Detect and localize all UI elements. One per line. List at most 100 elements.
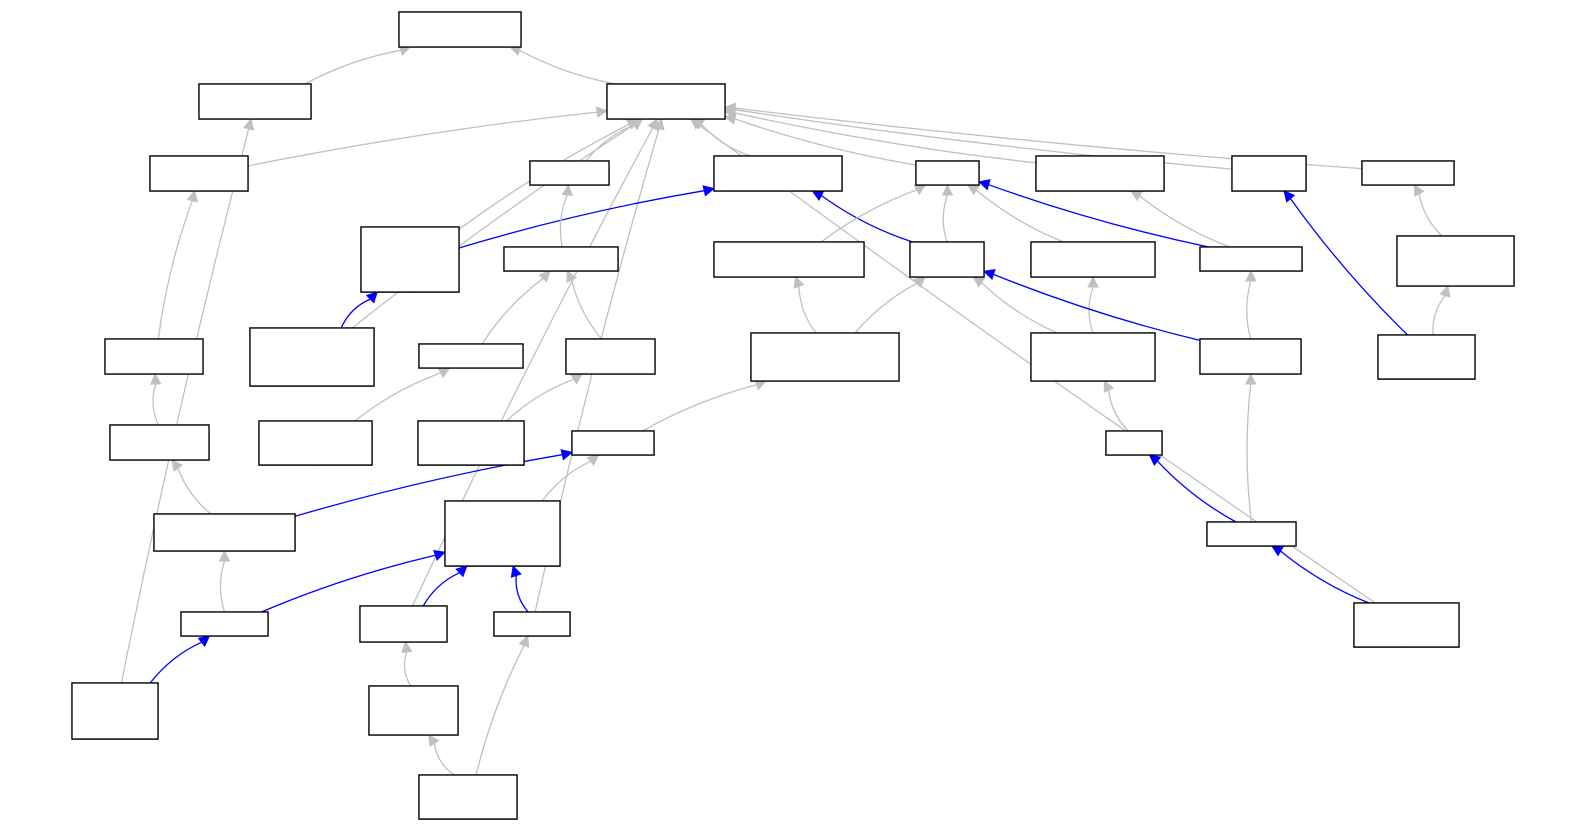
- arrowhead: [1439, 284, 1451, 298]
- node-cle[interactable]: cell leadingedge: [1231, 155, 1307, 192]
- edge-cyto-to-ias: [458, 190, 705, 249]
- node-cp[interactable]: cell projection: [1361, 160, 1455, 186]
- node-inmbo[interactable]: intracellularnon-membrane-boundedorganel…: [750, 332, 900, 382]
- node-border: [359, 605, 448, 643]
- node-adj[interactable]: adherens junctionHumanPDLIM7: [258, 420, 373, 466]
- edge-afb-to-acsk: [422, 572, 460, 607]
- node-border: [713, 241, 865, 278]
- node-smp[interactable]: supramolecularpolymer: [104, 338, 204, 375]
- node-border: [1030, 241, 1156, 278]
- node-ol[interactable]: organelle lumen: [1199, 246, 1303, 272]
- edge-nl-to-nuc: [1156, 460, 1237, 523]
- edge-io-to-ias: [820, 194, 913, 243]
- node-mel[interactable]: membrane-enclosedlumen: [1035, 155, 1165, 192]
- node-cae[interactable]: cellular anatomicalentity: [606, 83, 726, 120]
- node-am[interactable]: actomyosin: [493, 611, 571, 637]
- node-border: [1353, 602, 1460, 648]
- arrowhead: [977, 179, 991, 191]
- edge-cae-to-root: [519, 49, 617, 85]
- edge-ccj-to-aj: [481, 277, 544, 345]
- node-border: [71, 682, 159, 740]
- node-border: [915, 160, 980, 186]
- edge-ol-to-org: [988, 184, 1209, 248]
- node-border: [1035, 155, 1165, 192]
- node-border: [149, 155, 249, 192]
- node-border: [1030, 332, 1156, 382]
- edge-adj-to-ccj: [354, 372, 442, 422]
- node-border: [529, 160, 610, 186]
- node-af[interactable]: actin filament: [180, 611, 269, 637]
- node-border: [565, 338, 656, 375]
- node-csj[interactable]: cell-substratejunction: [565, 338, 656, 375]
- edge-am-to-acsk: [515, 575, 529, 613]
- node-fa[interactable]: focal adhesionHumanPDLIM7: [417, 420, 525, 466]
- arrowhead: [595, 106, 609, 118]
- node-nmbo[interactable]: non-membrane-boundedorganelle: [713, 241, 865, 278]
- edge-nuc-to-imbo: [1108, 389, 1129, 432]
- node-aj[interactable]: anchoring junction: [503, 246, 619, 272]
- node-csk[interactable]: cytoskeleton: [571, 430, 655, 456]
- node-afb[interactable]: actin filamentbundle: [359, 605, 448, 643]
- arrowhead: [171, 459, 183, 472]
- edge-acsk-to-csk: [541, 460, 591, 502]
- nodes-layer: Cellular ComponentPdlim7 protein-containi…: [71, 11, 1515, 820]
- arrowhead: [1087, 275, 1099, 288]
- node-io[interactable]: intracellularorganelle: [909, 241, 985, 278]
- node-pmbcp[interactable]: plasma membranebounded cellprojection: [1396, 235, 1515, 287]
- node-pcc[interactable]: protein-containingcomplex: [198, 83, 312, 120]
- node-cj[interactable]: cell junction: [529, 160, 610, 186]
- node-ias[interactable]: intracellularanatomical structure: [713, 155, 843, 192]
- node-border: [109, 424, 210, 461]
- edge-fila-to-af: [149, 641, 202, 684]
- node-ccj[interactable]: cell-cell junction: [418, 343, 524, 369]
- arrowhead: [186, 189, 198, 203]
- arrowhead: [913, 276, 926, 289]
- edge-pcf-to-smf: [177, 467, 212, 515]
- edge-mel-to-cae: [734, 112, 1037, 164]
- node-imbo[interactable]: intracellularmembrane-boundedorganelle: [1030, 332, 1156, 382]
- node-prc[interactable]: perinuclearregion of cytoplasmZfishpdlim…: [249, 327, 375, 387]
- edge-inmbo-to-io: [854, 282, 918, 334]
- node-pcf[interactable]: polymeric cytoskeletalfiber: [153, 513, 296, 552]
- arrowhead: [197, 635, 211, 648]
- node-ruf[interactable]: ruffleMousePdlim7: [1377, 334, 1476, 380]
- node-border: [571, 430, 655, 456]
- edge-sf-to-am: [475, 645, 525, 776]
- edge-cafb-to-afb: [403, 651, 412, 687]
- node-border: [1361, 160, 1455, 186]
- arrowhead: [433, 549, 447, 562]
- node-org[interactable]: organelle: [915, 160, 980, 186]
- node-nl[interactable]: nuclear lumen: [1206, 521, 1297, 547]
- node-smc[interactable]: supramolecularcomplex: [149, 155, 249, 192]
- node-cyto[interactable]: cytoplasmMousePdlim7Zfishpdlim7: [360, 226, 460, 293]
- edge-ruf-to-cle: [1289, 198, 1409, 336]
- arrowhead: [1245, 269, 1257, 282]
- arrowhead: [365, 291, 379, 304]
- node-fila[interactable]: filamentousactinZfishpdlim7: [71, 682, 159, 740]
- arrowhead: [586, 454, 600, 467]
- edge-prc-to-cyto: [340, 298, 371, 329]
- node-border: [418, 343, 524, 369]
- arrowhead: [150, 372, 162, 385]
- node-smf[interactable]: supramolecularfiber: [109, 424, 210, 461]
- edge-io-to-org: [942, 194, 949, 243]
- node-acsk[interactable]: actin cytoskeletonHumanPDLIM7Zfishpdlim7: [444, 500, 561, 567]
- node-border: [104, 338, 204, 375]
- node-root[interactable]: Cellular ComponentPdlim7: [398, 11, 522, 48]
- edge-iol-to-ol: [1246, 280, 1252, 340]
- edge-iol-to-io: [993, 273, 1201, 342]
- arrowhead: [793, 275, 805, 289]
- node-border: [418, 774, 518, 820]
- node-mbo[interactable]: membrane-boundedorganelle: [1030, 241, 1156, 278]
- arrowhead: [428, 734, 440, 747]
- node-nuc[interactable]: nucleus: [1105, 430, 1163, 456]
- edge-imbo-to-io: [981, 282, 1058, 334]
- node-border: [1377, 334, 1476, 380]
- node-np[interactable]: nucleoplasmHumanPDLIM7: [1353, 602, 1460, 648]
- arrowhead: [561, 183, 574, 196]
- node-sf[interactable]: stress fiberMousePdlim7: [418, 774, 518, 820]
- arrowhead: [518, 634, 530, 648]
- node-iol[interactable]: intracellularorganelle lumen: [1199, 338, 1302, 375]
- node-cafb[interactable]: contractileactin filamentbundle: [368, 685, 459, 736]
- edge-sf-to-cafb: [433, 743, 455, 776]
